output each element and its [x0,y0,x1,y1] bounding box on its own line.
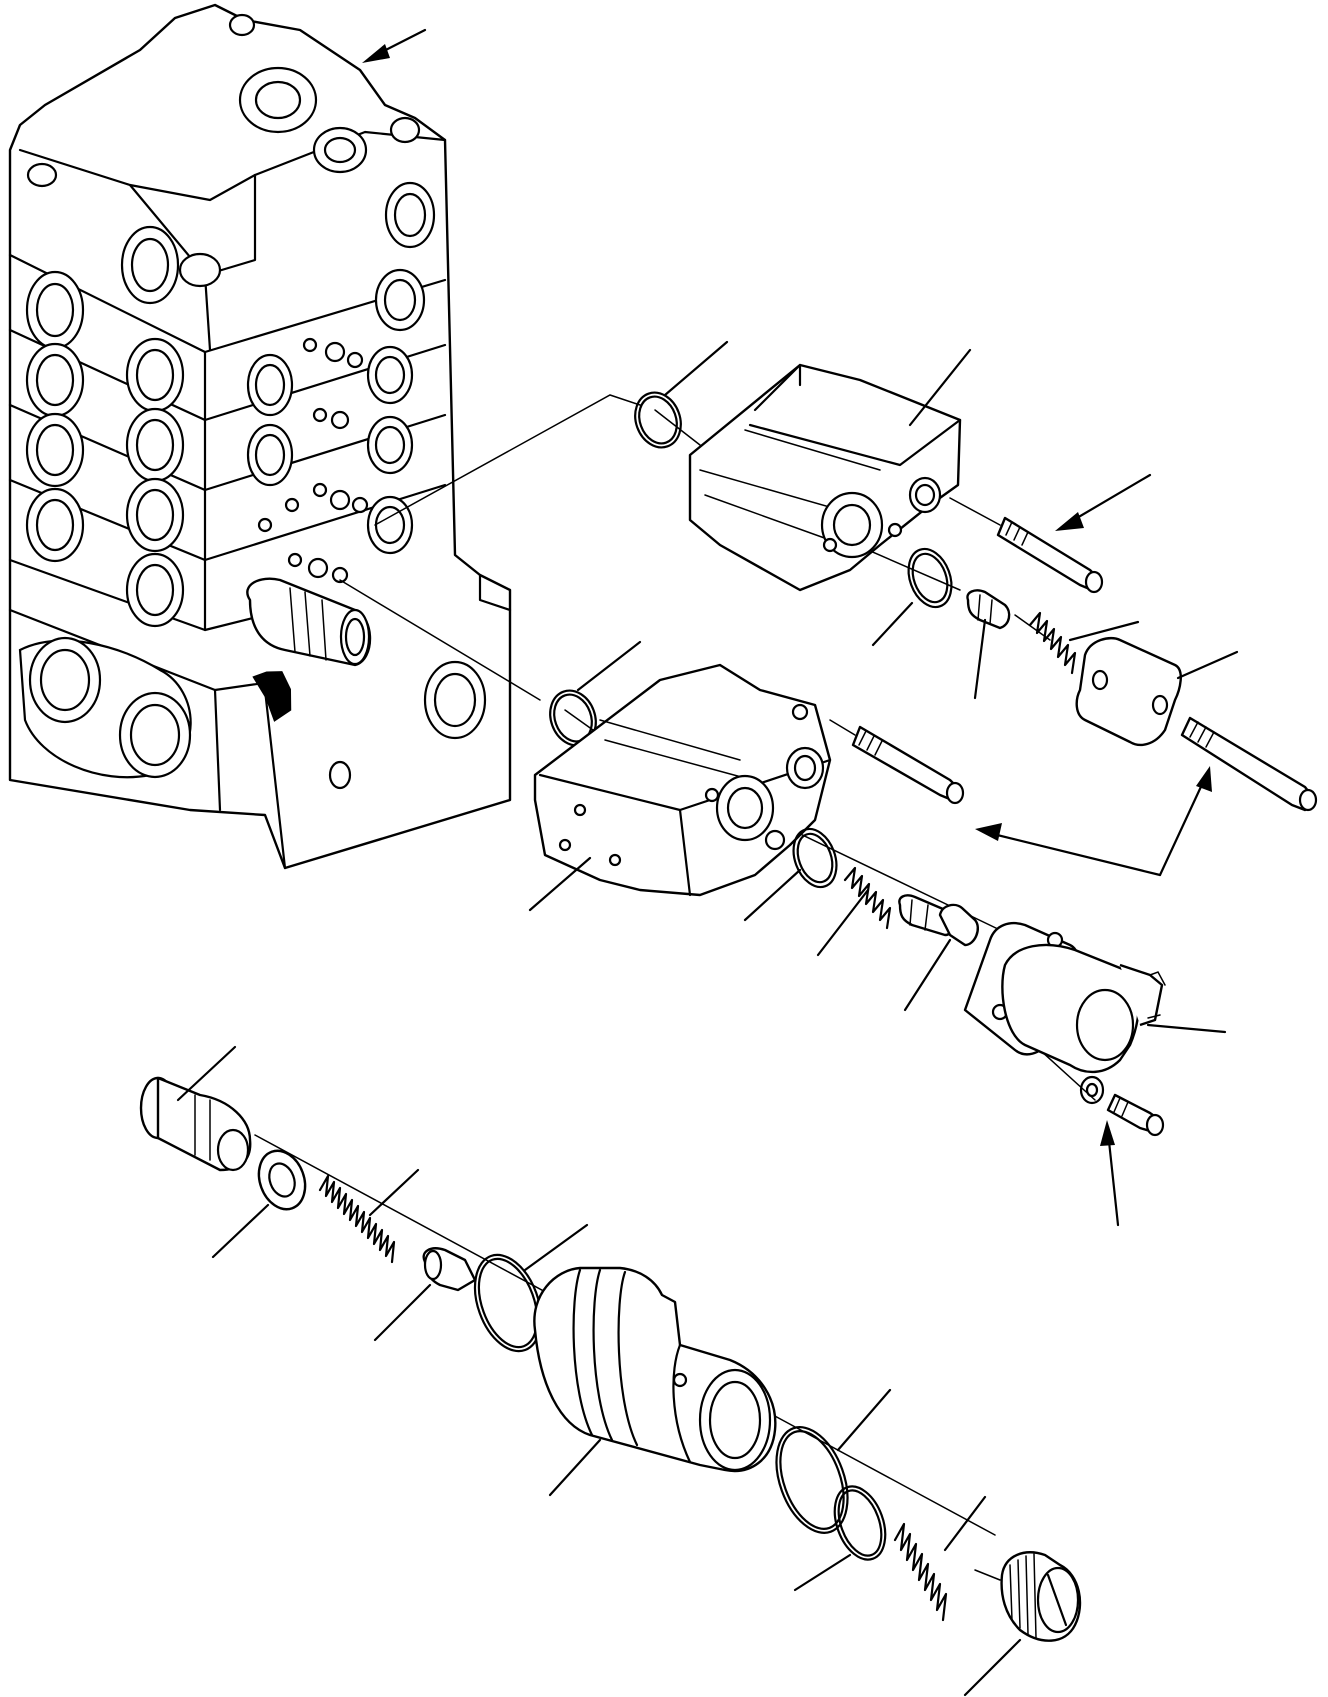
middle-o-ring-small [792,827,838,889]
upper-bolt [996,516,1104,594]
leader-relief-plug [176,1045,237,1102]
leader-relief-o-ring-a [836,1388,892,1452]
relief-spring-small [893,1522,948,1622]
leader-upper-housing [908,348,972,427]
callout-leaders [176,340,1239,1697]
leader-cover-plate [1176,650,1239,680]
leader-solenoid [1146,1023,1227,1034]
arrow-block-spool [252,671,292,722]
middle-spring [843,866,892,930]
leader-upper-spool [973,618,987,700]
leader-relief-washer [211,1203,270,1259]
valve-block-assembly [8,3,512,870]
cover-bolt [1180,716,1318,812]
relief-o-ring-large [473,1253,543,1353]
relief-plug [139,1076,252,1172]
solenoid-valve [963,921,1166,1074]
leader-adjust-screw [963,1638,1022,1697]
leader-middle-o-ring [576,640,642,692]
middle-valve-housing [533,663,832,897]
relief-o-ring-b [833,1485,887,1561]
leader-middle-spool [903,938,952,1012]
leader-upper-o-ring [663,340,729,397]
relief-valve-body [533,1266,777,1473]
block-spool [246,577,372,667]
upper-cover-plate [1075,636,1182,746]
leader-middle-spring [816,888,870,957]
leader-middle-o-ring-small [743,868,802,922]
leader-relief-o-ring-b [793,1553,852,1592]
middle-spool [898,894,979,947]
arrow-block-top [362,28,427,63]
leader-middle-housing [528,856,592,912]
leader-upper-spring [1068,620,1140,642]
arrow-solenoid-bolt [1100,1120,1120,1227]
solenoid-bolt [1106,1093,1165,1137]
upper-spring [1028,611,1077,675]
upper-valve-spool [966,589,1011,630]
leader-relief-poppet [373,1283,432,1342]
adjust-screw [974,1551,1082,1642]
leader-relief-o-ring-large [523,1223,589,1272]
arrow-cover-bolts [975,766,1212,877]
relief-washer [257,1149,307,1211]
upper-valve-housing [688,363,962,592]
leader-relief-spring [368,1168,420,1217]
solenoid-washer [1079,1075,1105,1105]
relief-spring [318,1174,396,1264]
relief-poppet [422,1247,477,1292]
arrow-upper-bolt [1055,473,1152,531]
relief-o-ring-a [775,1426,849,1534]
upper-o-ring-small [907,547,953,609]
middle-bolt [851,725,965,805]
leader-relief-spring-small [943,1495,987,1552]
upper-o-ring [634,391,682,449]
leader-relief-body [548,1438,602,1497]
leader-upper-o-ring-small [871,601,914,647]
